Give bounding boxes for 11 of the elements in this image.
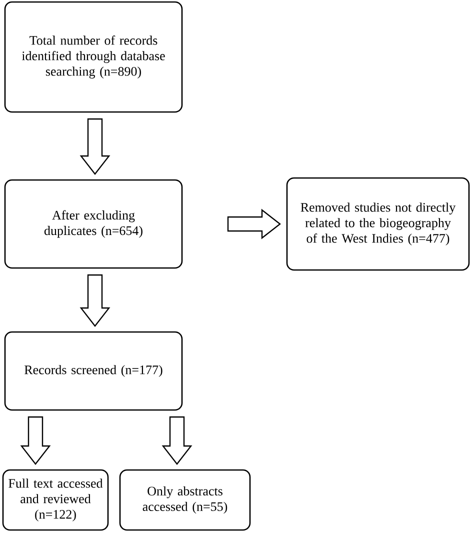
process-box: Records screened (n=177) bbox=[4, 331, 183, 411]
block-arrow bbox=[162, 416, 192, 465]
process-box: Only abstracts accessed (n=55) bbox=[119, 469, 251, 531]
process-box: Full text accessed and reviewed (n=122) bbox=[2, 469, 109, 531]
block-arrow bbox=[227, 208, 281, 240]
process-box: Removed studies not directly related to the biogeography of the West Indies (n=477) bbox=[286, 177, 470, 271]
block-arrow bbox=[20, 416, 51, 465]
block-arrow bbox=[80, 118, 110, 175]
block-arrow bbox=[80, 274, 110, 327]
process-box: After excluding duplicates (n=654) bbox=[4, 179, 183, 269]
process-box: Total number of records identified through database searching (n=890) bbox=[4, 1, 183, 113]
